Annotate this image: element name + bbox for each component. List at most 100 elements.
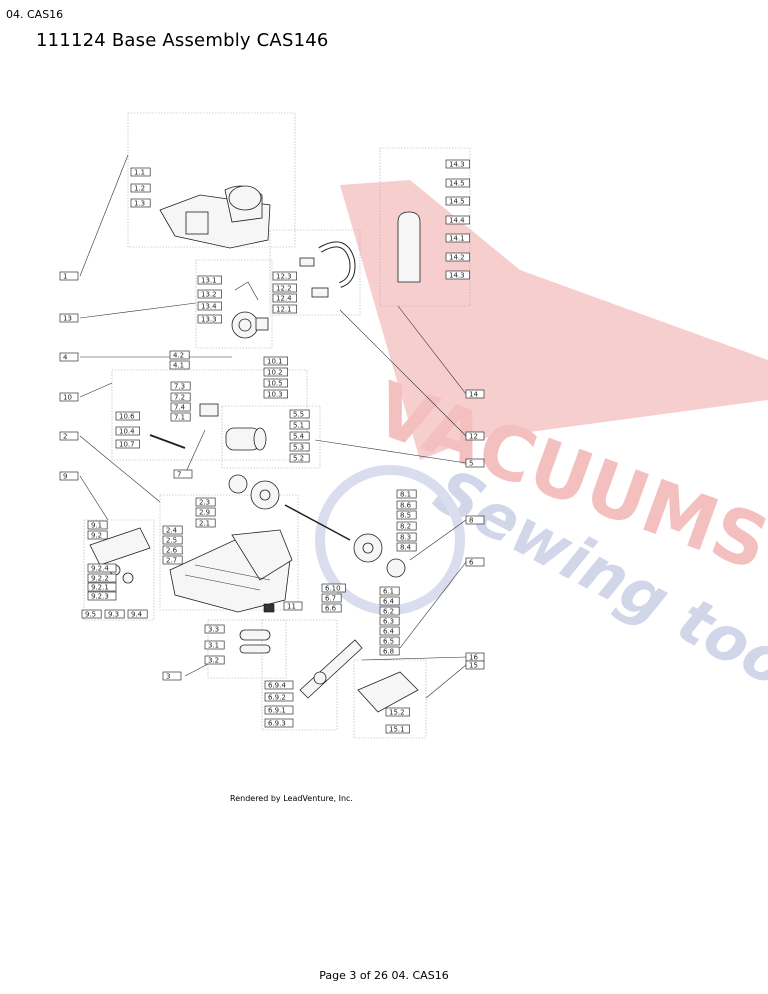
callout-label: 6.7 <box>325 595 336 603</box>
callout-label: 6.3 <box>383 618 394 626</box>
callout-label: 13.4 <box>201 303 217 311</box>
callout-label: 7.3 <box>174 383 185 391</box>
cover-part <box>357 671 419 713</box>
callout-label: 8.1 <box>400 491 411 499</box>
callout-5-4: 5.4 <box>289 431 310 441</box>
callout-10-7: 10.7 <box>115 439 140 449</box>
callout-label: 1.1 <box>134 169 145 177</box>
callout-label: 10.3 <box>267 391 283 399</box>
group-box-9 <box>83 519 155 621</box>
callout-label: 13.1 <box>201 277 217 285</box>
callout-label: 5.4 <box>293 433 305 441</box>
callout-label: 1 <box>63 273 67 281</box>
callout-label: 5.3 <box>293 444 304 452</box>
callout-label: 10.2 <box>267 369 283 377</box>
callout-6-6: 6.6 <box>321 603 342 613</box>
group-box-2 <box>159 494 299 611</box>
group-box-1 <box>127 112 296 248</box>
callout-8-4: 8.4 <box>396 542 417 552</box>
callout-label: 14 <box>469 391 478 399</box>
rod-part <box>149 434 186 449</box>
callout-label: 16 <box>469 654 478 662</box>
group-box-15 <box>353 659 427 739</box>
callout-label: 9.2.3 <box>91 593 109 601</box>
callout-label: 6.5 <box>383 638 394 646</box>
callout-10-4: 10.4 <box>115 426 140 436</box>
callout-10-1: 10.1 <box>263 356 288 366</box>
callout-4: 4 <box>59 352 79 362</box>
callout-label: 6 <box>469 559 474 567</box>
callout-label: 15.2 <box>389 709 405 717</box>
callout-label: 10.1 <box>267 358 283 366</box>
callout-7: 7 <box>173 469 193 479</box>
callout-label: 15 <box>469 662 478 670</box>
group-box-14 <box>379 147 471 307</box>
callout-10-2: 10.2 <box>263 367 288 377</box>
callout-label: 7.4 <box>174 404 186 412</box>
callout-label: 13 <box>63 315 72 323</box>
callout-2-4: 2.4 <box>162 525 183 535</box>
arm-part <box>299 639 363 699</box>
callout-label: 6.9.1 <box>268 707 286 715</box>
callout-label: 9 <box>63 473 67 481</box>
watermark-v-shape <box>340 180 768 460</box>
callout-label: 7.1 <box>174 414 185 422</box>
callout-5-3: 5.3 <box>289 442 310 452</box>
callout-label: 12.2 <box>276 285 292 293</box>
motor-housing-part <box>231 281 269 339</box>
callout-5-2: 5.2 <box>289 453 310 463</box>
callout-14: 14 <box>465 389 485 399</box>
callout-label: 9.2.1 <box>91 584 109 592</box>
callout-12-4: 12.4 <box>272 293 297 303</box>
callout-label: 10.7 <box>119 441 135 449</box>
callout-14-3: 14.3 <box>445 159 470 169</box>
belt-part <box>239 629 271 654</box>
hose-part <box>299 241 356 298</box>
callout-label: 6.9.4 <box>268 682 286 690</box>
callout-6-9-2: 6.9.2 <box>264 692 294 702</box>
callout-label: 12.1 <box>276 306 292 314</box>
callout-14-5: 14.5 <box>445 178 470 188</box>
callout-8: 8 <box>465 515 485 525</box>
callout-11: 11 <box>283 601 303 611</box>
callout-label: 14.1 <box>449 235 465 243</box>
callout-6-8: 6.8 <box>379 646 400 656</box>
callout-12-3: 12.3 <box>272 271 297 281</box>
callout-13: 13 <box>59 313 79 323</box>
callout-label: 12.4 <box>276 295 292 303</box>
callout-7-4: 7.4 <box>170 402 191 412</box>
callout-label: 9.4 <box>131 611 143 619</box>
callout-label: 14.5 <box>449 198 465 206</box>
callout-16: 16 <box>465 652 485 662</box>
callout-9-1: 9.1 <box>87 520 108 530</box>
bracket-part <box>199 403 219 417</box>
callout-label: 7 <box>177 471 181 479</box>
callout-6-9-1: 6.9.1 <box>264 705 294 715</box>
callout-9-4: 9.4 <box>127 609 148 619</box>
callout-6-9-3: 6.9.3 <box>264 718 294 728</box>
callout-10-6: 10.6 <box>115 411 140 421</box>
group-box-13 <box>195 259 273 349</box>
callout-label: 14.4 <box>449 217 465 225</box>
callout-label: 3.1 <box>208 642 219 650</box>
callout-3-2: 3.2 <box>204 655 225 665</box>
callout-label: 2.6 <box>166 547 178 555</box>
callout-label: 9.2.4 <box>91 565 109 573</box>
callout-label: 13.3 <box>201 316 217 324</box>
group-box-12 <box>269 229 361 316</box>
callout-8-3: 8.3 <box>396 532 417 542</box>
callout-6-2: 6.2 <box>379 606 400 616</box>
callout-label: 6.2 <box>383 608 394 616</box>
callout-label: 11 <box>287 603 296 611</box>
callout-label: 1.2 <box>134 185 145 193</box>
leader-lines <box>79 154 467 699</box>
callout-9-2-3: 9.2.3 <box>87 591 117 601</box>
callout-7-2: 7.2 <box>170 392 191 402</box>
callout-label: 5.5 <box>293 411 304 419</box>
callout-6-4: 6.4 <box>379 596 400 606</box>
callout-label: 4 <box>63 354 68 362</box>
callout-label: 6.9.3 <box>268 720 286 728</box>
callout-6-3: 6.3 <box>379 616 400 626</box>
callout-label: 14.3 <box>449 161 465 169</box>
